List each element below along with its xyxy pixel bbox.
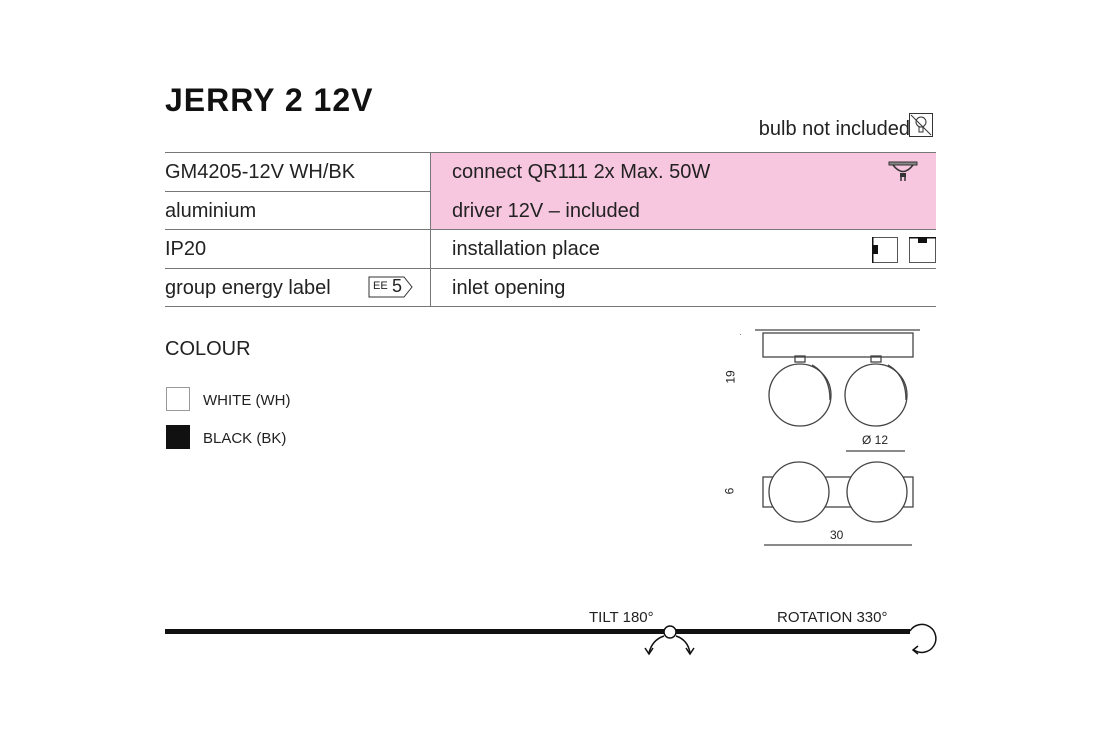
colour-heading: COLOUR	[165, 338, 251, 360]
spec-code: GM4205-12V WH/BK	[165, 161, 356, 183]
no-bulb-icon	[909, 113, 933, 137]
rotation-label: ROTATION 330°	[777, 609, 888, 626]
installation-place-icons	[872, 237, 936, 263]
black-swatch[interactable]	[166, 425, 190, 449]
spec-installation: installation place	[452, 238, 600, 260]
energy-prefix: EE	[373, 280, 388, 292]
spec-inlet: inlet opening	[452, 277, 566, 299]
spec-material: aluminium	[165, 200, 257, 222]
rotation-icon	[909, 623, 937, 655]
diameter-dim: Ø 12	[862, 433, 889, 447]
tilt-icon	[644, 625, 695, 656]
spec-driver: driver 12V – included	[452, 200, 640, 222]
height-dim: 19	[723, 370, 738, 384]
spec-ip: IP20	[165, 238, 207, 260]
tilt-label: TILT 180°	[589, 609, 654, 626]
energy-label-badge: EE 5	[368, 276, 414, 303]
product-title: JERRY 2 12V	[165, 82, 374, 118]
energy-value: 5	[392, 276, 403, 296]
depth-dim: 6	[722, 487, 737, 495]
spec-bulb: connect QR111 2x Max. 50W	[452, 161, 711, 183]
dimension-drawing	[740, 329, 920, 546]
motion-line	[165, 629, 910, 634]
bulb-note: bulb not included	[758, 118, 910, 140]
qr111-bulb-icon	[888, 161, 918, 181]
highlight-cells	[431, 153, 936, 229]
white-label: WHITE (WH)	[203, 392, 291, 409]
white-swatch[interactable]	[166, 387, 190, 411]
width-dim: 30	[830, 528, 844, 542]
spec-energy: group energy label	[165, 277, 331, 299]
black-label: BLACK (BK)	[203, 430, 287, 447]
